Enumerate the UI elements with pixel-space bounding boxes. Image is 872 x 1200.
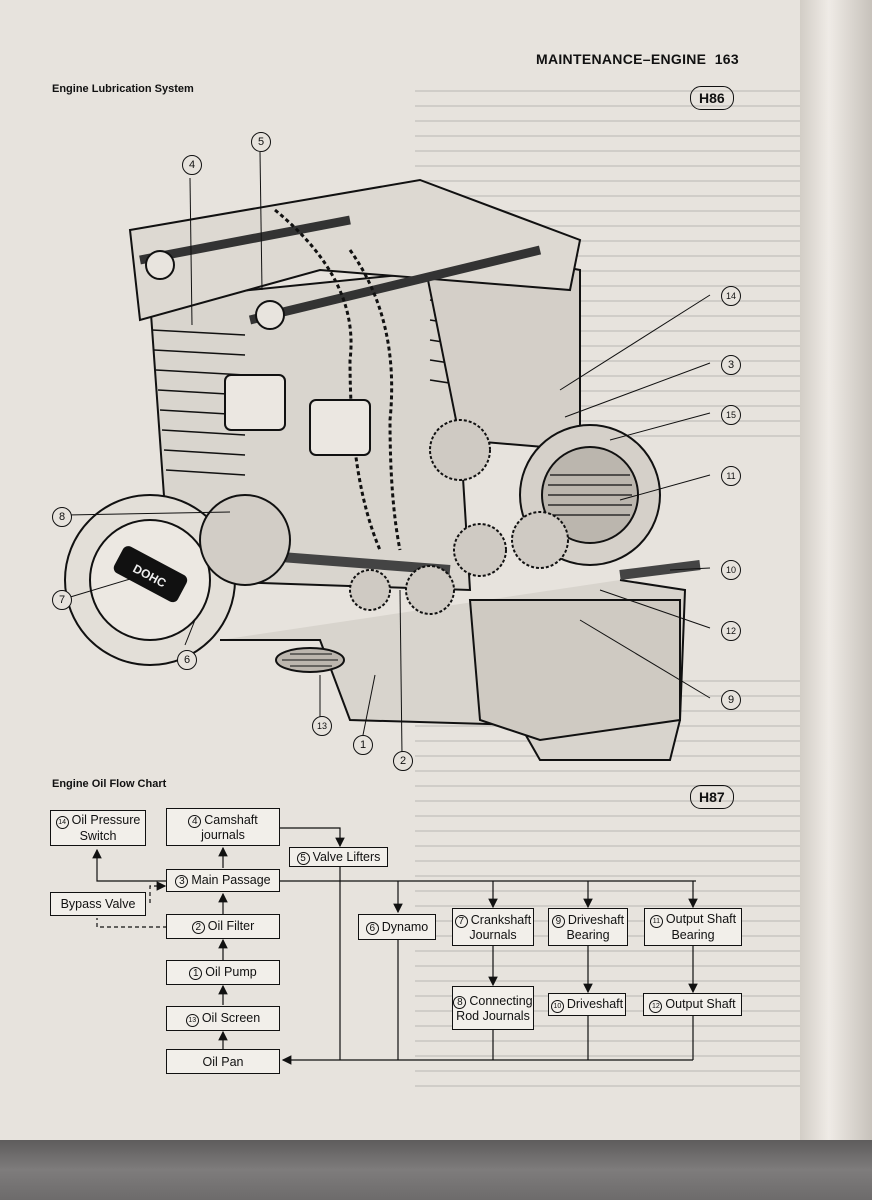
oil-pan-label: Oil Pan: [202, 1054, 244, 1069]
figure1-tag: H86: [690, 86, 734, 110]
callout-6: 6: [177, 650, 197, 670]
oil-filter-label: Oil Filter: [207, 919, 255, 933]
valve-lifters-label: Valve Lifters: [312, 849, 381, 864]
scan-background: [0, 1140, 872, 1200]
bypass-valve-label: Bypass Valve: [60, 897, 136, 911]
engine-cutaway-illustration: DOHC: [64, 151, 711, 761]
callout-15: 15: [721, 405, 741, 425]
oil-screen-label: Oil Screen: [201, 1010, 261, 1025]
num-13: 13: [185, 1013, 199, 1027]
num-9: 9: [551, 914, 565, 928]
main-passage-label: Main Passage: [191, 873, 271, 887]
num-6: 6: [365, 921, 379, 935]
box-oil-pan: Oil Pan: [166, 1049, 280, 1074]
running-header: MAINTENANCE–ENGINE 163: [536, 51, 739, 67]
output-shaft-label: Output Shaft: [665, 996, 736, 1011]
num-8: 8: [453, 995, 467, 1009]
oil-flow-connectors: [92, 827, 698, 1065]
figure2-title: Engine Oil Flow Chart: [52, 778, 167, 790]
oil-pump-label: Oil Pump: [205, 965, 257, 979]
manual-page: MAINTENANCE–ENGINE 163 Engine Lubricatio…: [0, 0, 800, 1140]
num-4: 4: [188, 814, 202, 828]
callout-10: 10: [721, 560, 741, 580]
section-title: MAINTENANCE–ENGINE: [536, 51, 707, 67]
driveshaft-bearing-label: Driveshaft Bearing: [566, 912, 625, 942]
num-11: 11: [649, 915, 663, 928]
num-12: 12: [649, 999, 663, 1013]
callout-11: 11: [721, 466, 741, 486]
callout-9: 9: [721, 690, 741, 710]
callout-7: 7: [52, 590, 72, 610]
num-5: 5: [296, 851, 310, 865]
figure1-title: Engine Lubrication System: [52, 83, 194, 95]
callout-3: 3: [721, 355, 741, 375]
camshaft-journals-label: Camshaft journals: [201, 812, 258, 842]
num-10: 10: [550, 999, 564, 1013]
callout-12: 12: [721, 621, 741, 641]
num-3: 3: [175, 875, 189, 888]
crankshaft-journals-label: Crankshaft Journals: [469, 912, 532, 942]
callout-14: 14: [721, 286, 741, 306]
driveshaft-label: Driveshaft: [566, 996, 624, 1011]
page-number: 163: [714, 51, 739, 67]
dynamo-label: Dynamo: [381, 919, 429, 934]
box-bypass-valve: Bypass Valve: [50, 892, 146, 916]
callout-2: 2: [393, 751, 413, 771]
oil-pressure-switch-label: Oil Pressure Switch: [71, 813, 141, 843]
num-14: 14: [55, 816, 69, 829]
figure2-tag: H87: [690, 785, 734, 809]
callout-1: 1: [353, 735, 373, 755]
callout-8: 8: [52, 507, 72, 527]
num-2: 2: [191, 921, 205, 934]
output-shaft-bearing-label: Output Shaft Bearing: [665, 912, 737, 942]
callout-13: 13: [312, 716, 332, 736]
book-page-edge: [800, 0, 872, 1150]
num-1: 1: [189, 967, 203, 980]
callout-4: 4: [182, 155, 202, 175]
callout-5: 5: [251, 132, 271, 152]
connecting-rod-journals-label: Connecting Rod Journals: [456, 993, 533, 1023]
num-7: 7: [454, 914, 468, 928]
